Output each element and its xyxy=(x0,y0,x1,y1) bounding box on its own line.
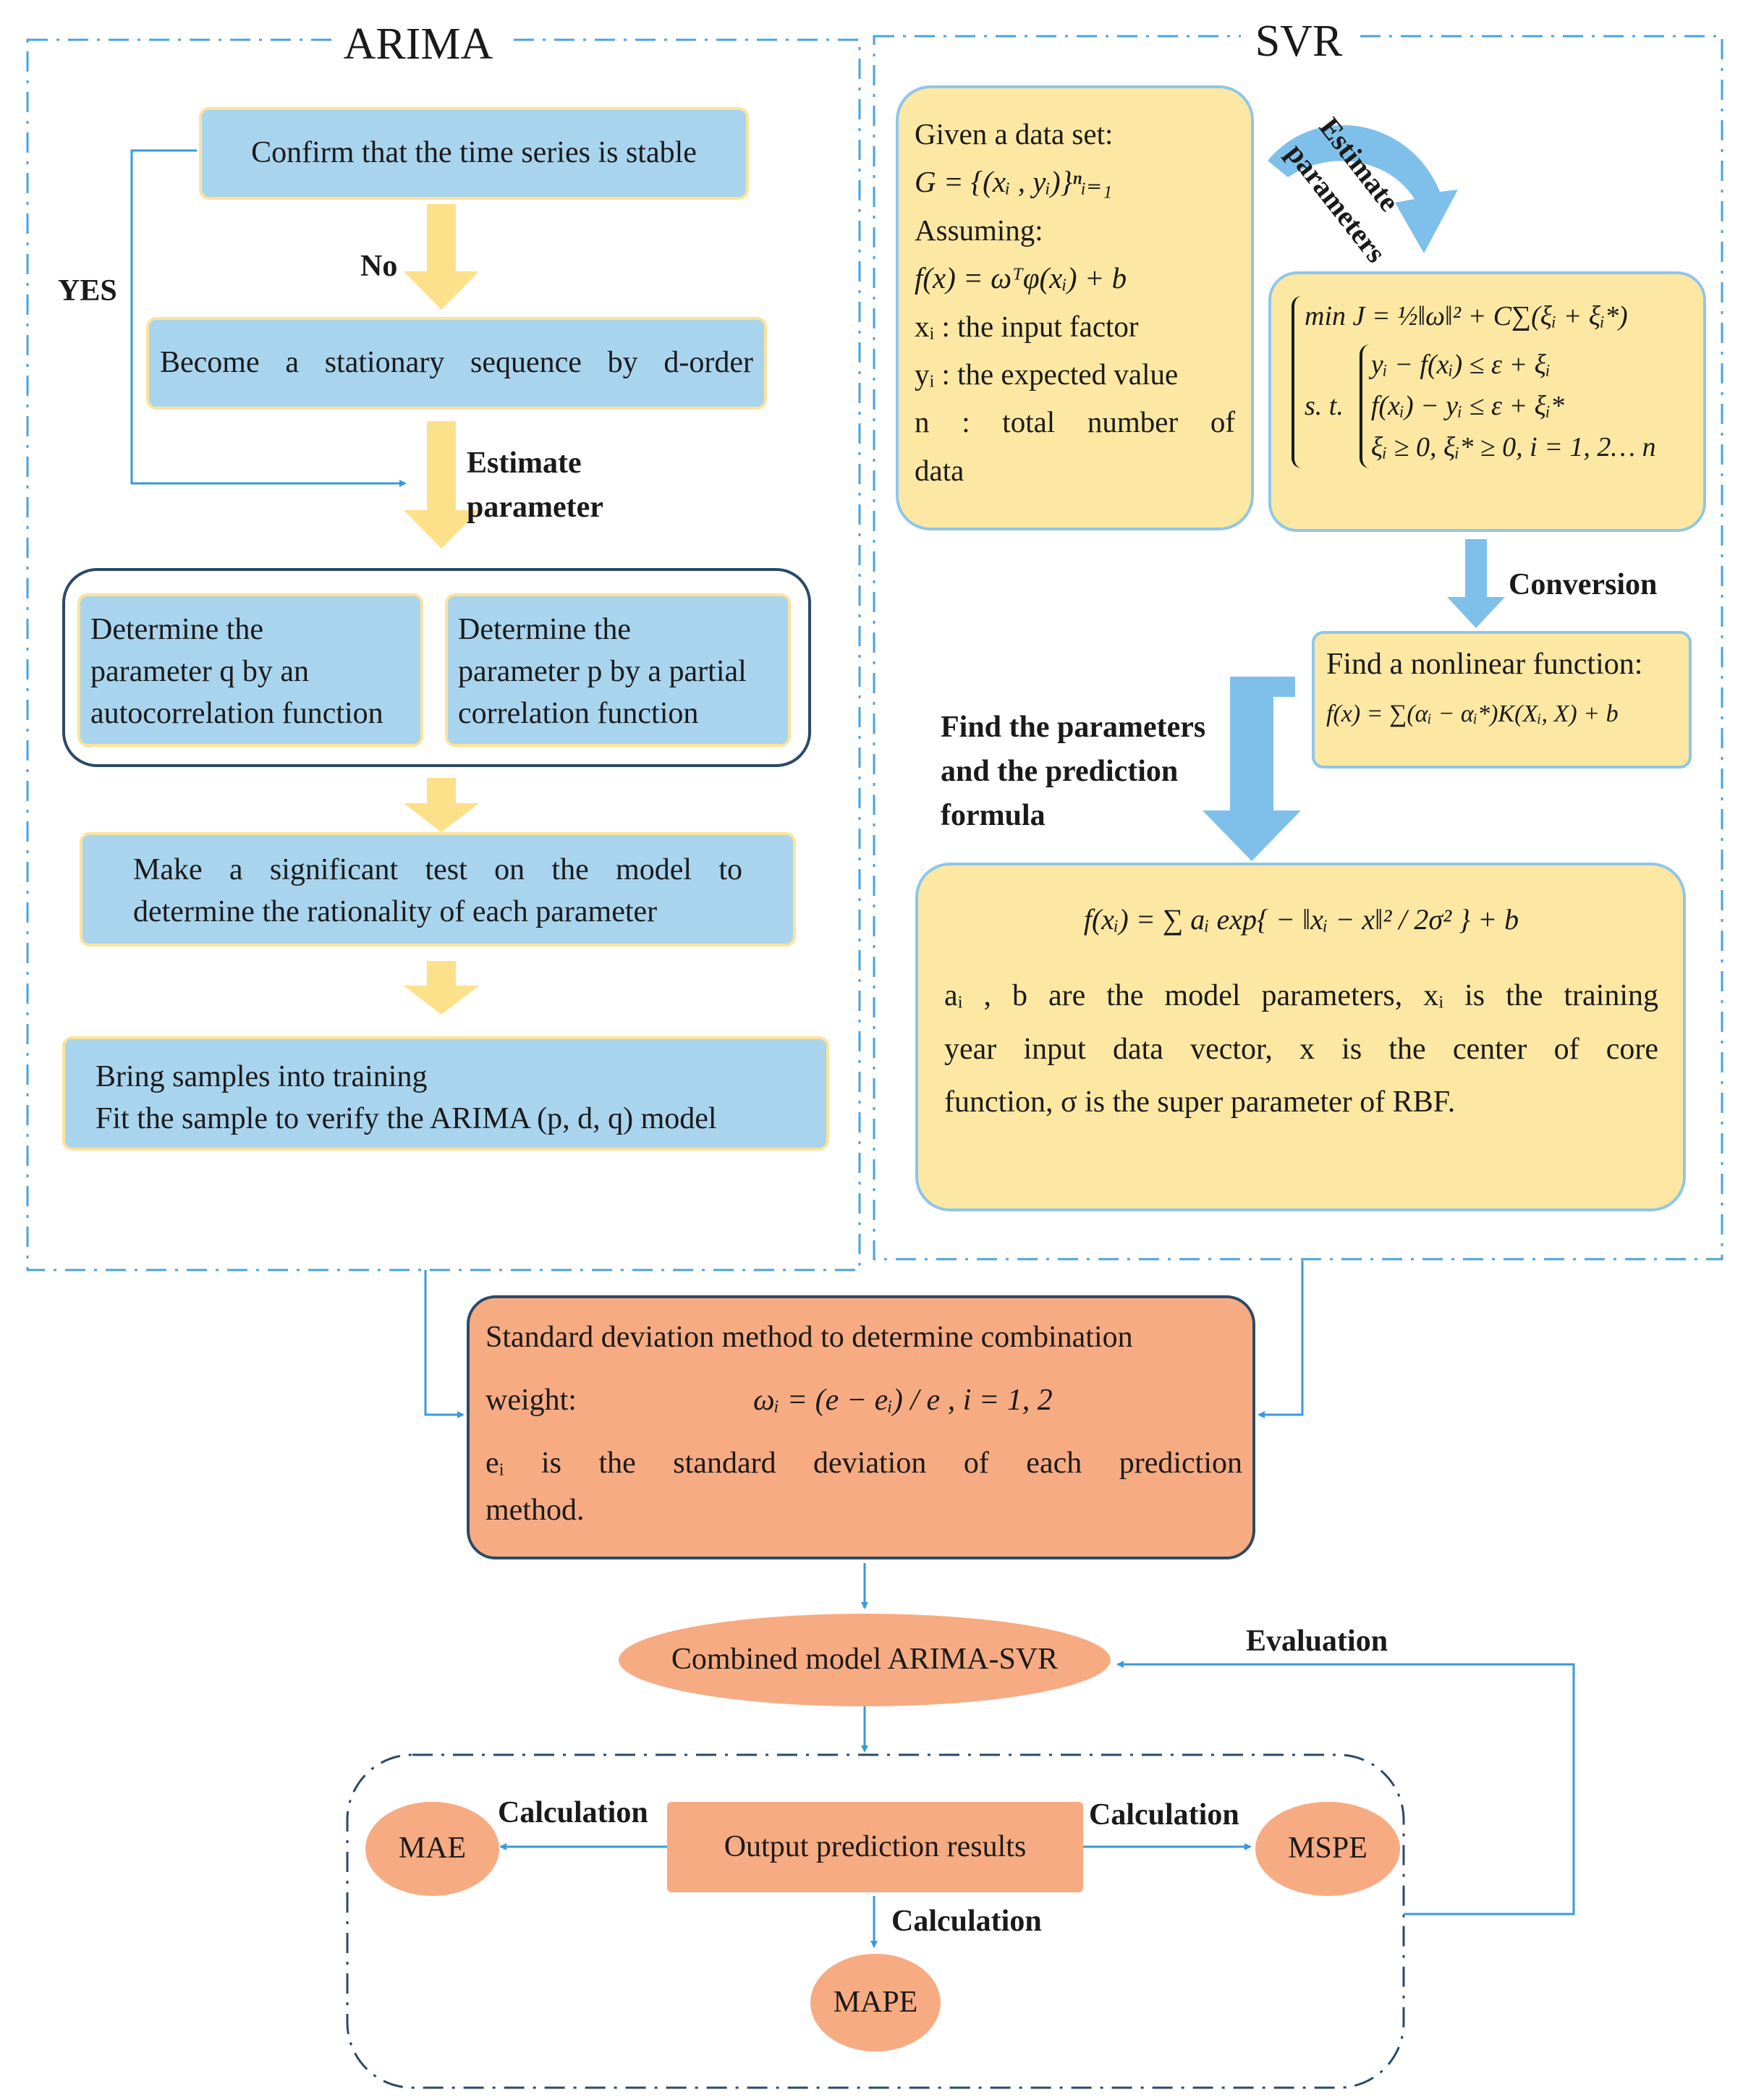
arrow-test-to-train xyxy=(404,961,479,1015)
acf-line3: autocorrelation function xyxy=(90,696,383,730)
find-parameters-label: Find the parameters and the prediction f… xyxy=(941,706,1205,838)
opt-constraints: s. t. yᵢ − f(xᵢ) ≤ ε + ξᵢ f(xᵢ) − yᵢ ≤ ε… xyxy=(1305,344,1690,468)
output-results-text: Output prediction results xyxy=(724,1829,1027,1863)
conversion-label: Conversion xyxy=(1509,568,1658,601)
given-line1: Given a data set: xyxy=(915,117,1114,151)
given-model-formula: f(x) = ωᵀφ(xᵢ) + b xyxy=(915,261,1127,295)
estimate-label-line2: parameter xyxy=(467,490,603,524)
mape-ellipse: MAPE xyxy=(810,1954,941,2052)
given-line5: xᵢ : the input factor xyxy=(915,309,1139,343)
pacf-line2: parameter p by a partial xyxy=(458,654,747,688)
yes-loop-line xyxy=(130,149,407,487)
combined-model-ellipse: Combined model ARIMA-SVR xyxy=(619,1614,1111,1706)
confirm-stable-box: Confirm that the time series is stable xyxy=(199,107,749,200)
opt-constraint1: yᵢ − f(xᵢ) ≤ ε + ξᵢ xyxy=(1370,350,1551,380)
find-label-line1: Find the parameters xyxy=(941,711,1206,744)
pacf-box: Determine the parameter p by a partial c… xyxy=(445,593,791,747)
combined-model-text: Combined model ARIMA-SVR xyxy=(671,1643,1059,1677)
calculation-label-mae: Calculation xyxy=(498,1796,648,1829)
train-line1: Bring samples into training xyxy=(96,1060,428,1093)
rbf-prediction-box: f(xᵢ) = ∑ aᵢ exp{ − ‖xᵢ − x‖² / 2σ² } + … xyxy=(915,863,1686,1211)
nonlinear-line1: Find a nonlinear function: xyxy=(1326,648,1643,681)
nonlinear-formula: f(x) = ∑(αᵢ − αᵢ*)K(Xᵢ, X) + b xyxy=(1326,700,1619,727)
stationary-sequence-box: Become a stationary sequence by d-order xyxy=(146,317,767,410)
significance-test-box: Make a significant test on the model to … xyxy=(80,832,796,947)
no-label: No xyxy=(360,250,398,283)
pacf-line1: Determine the xyxy=(458,613,632,646)
given-line8: data xyxy=(915,453,964,487)
arrow-estimate-parameter xyxy=(404,421,479,549)
given-line6: yᵢ : the expected value xyxy=(915,357,1179,391)
pacf-line3: correlation function xyxy=(458,696,699,730)
combo-weight-row: weight: ωᵢ = (e − eᵢ) / e , i = 1, 2 xyxy=(485,1377,1242,1424)
rbf-formula: f(xᵢ) = ∑ aᵢ exp{ − ‖xᵢ − x‖² / 2σ² } + … xyxy=(1083,903,1519,936)
acf-box: Determine the parameter q by an autocorr… xyxy=(77,593,423,747)
mae-text: MAE xyxy=(398,1832,467,1866)
calculation-label-mspe: Calculation xyxy=(1089,1798,1239,1832)
given-line3: Assuming: xyxy=(915,213,1043,247)
arrow-conversion xyxy=(1447,539,1505,628)
mspe-text: MSPE xyxy=(1288,1832,1367,1866)
output-results-box: Output prediction results xyxy=(667,1802,1083,1892)
optimization-box: min J = ½‖ω‖² + C∑(ξᵢ + ξᵢ*) s. t. yᵢ − … xyxy=(1268,271,1706,532)
evaluation-panel-frame xyxy=(346,1753,1405,2089)
rbf-line2: year input data vector, x is the center … xyxy=(944,1032,1658,1066)
opt-objective: min J = ½‖ω‖² + C∑(ξᵢ + ξᵢ*) xyxy=(1305,301,1628,331)
given-set-formula: G = {(xᵢ , yᵢ)}ⁿᵢ₌₁ xyxy=(915,165,1113,199)
mspe-ellipse: MSPE xyxy=(1255,1802,1400,1896)
constraint-brace: yᵢ − f(xᵢ) ≤ ε + ξᵢ f(xᵢ) − yᵢ ≤ ε + ξᵢ*… xyxy=(1359,344,1656,468)
combo-line3: eᵢ is the standard deviation of each pre… xyxy=(485,1447,1242,1481)
acf-line1: Determine the xyxy=(90,613,264,646)
test-line1: Make a significant test on the model to xyxy=(133,853,742,886)
svr-title: SVR xyxy=(1241,19,1357,64)
mae-ellipse: MAE xyxy=(365,1802,499,1896)
combo-line4: method. xyxy=(485,1494,585,1528)
rbf-line1: aᵢ , b are the model parameters, xᵢ is t… xyxy=(944,979,1658,1012)
estimate-parameter-label: Estimate parameter xyxy=(467,441,603,530)
arrow-params-to-test xyxy=(404,778,479,832)
nonlinear-function-box: Find a nonlinear function: f(x) = ∑(αᵢ −… xyxy=(1312,631,1692,769)
train-line2: Fit the sample to verify the ARIMA (p, d… xyxy=(96,1101,717,1135)
estimate-label-line1: Estimate xyxy=(467,446,582,480)
combination-weight-box: Standard deviation method to determine c… xyxy=(467,1295,1255,1559)
yes-label: YES xyxy=(58,274,117,308)
given-line7: n : total number of xyxy=(915,405,1235,439)
mape-text: MAPE xyxy=(833,1985,918,2019)
opt-constraint3: ξᵢ ≥ 0, ξᵢ* ≥ 0, i = 1, 2… n xyxy=(1370,432,1656,462)
arima-to-combo-line xyxy=(424,1270,465,1418)
combo-line1: Standard deviation method to determine c… xyxy=(485,1321,1133,1354)
arrow-find-parameters xyxy=(1203,677,1301,861)
arrow-stable-to-stationary xyxy=(404,204,479,310)
combo-weight-label: weight: xyxy=(485,1384,577,1418)
evaluation-label: Evaluation xyxy=(1246,1625,1388,1658)
acf-line2: parameter q by an xyxy=(90,654,310,688)
calculation-label-mape: Calculation xyxy=(891,1905,1042,1938)
stationary-sequence-text: Become a stationary sequence by d-order xyxy=(160,346,753,380)
confirm-stable-text: Confirm that the time series is stable xyxy=(251,136,697,170)
training-box: Bring samples into training Fit the samp… xyxy=(62,1036,829,1151)
curved-estimate-arrow xyxy=(1268,124,1458,253)
arima-title: ARIMA xyxy=(331,22,505,67)
rbf-line3: function, σ is the super parameter of RB… xyxy=(944,1085,1456,1119)
test-line2: determine the rationality of each parame… xyxy=(133,894,658,928)
find-label-line2: and the prediction xyxy=(941,754,1179,788)
svr-to-combo-line xyxy=(1258,1261,1304,1418)
opt-st-label: s. t. xyxy=(1305,391,1344,421)
find-label-line3: formula xyxy=(941,798,1046,832)
evaluation-loop-line xyxy=(1116,1661,1575,1915)
given-dataset-box: Given a data set: G = {(xᵢ , yᵢ)}ⁿᵢ₌₁ As… xyxy=(896,85,1254,530)
combo-weight-formula: ωᵢ = (e − eᵢ) / e , i = 1, 2 xyxy=(753,1384,1053,1418)
optimization-brace: min J = ½‖ω‖² + C∑(ξᵢ + ξᵢ*) s. t. yᵢ − … xyxy=(1292,296,1690,468)
opt-constraint2: f(xᵢ) − yᵢ ≤ ε + ξᵢ* xyxy=(1370,391,1564,421)
